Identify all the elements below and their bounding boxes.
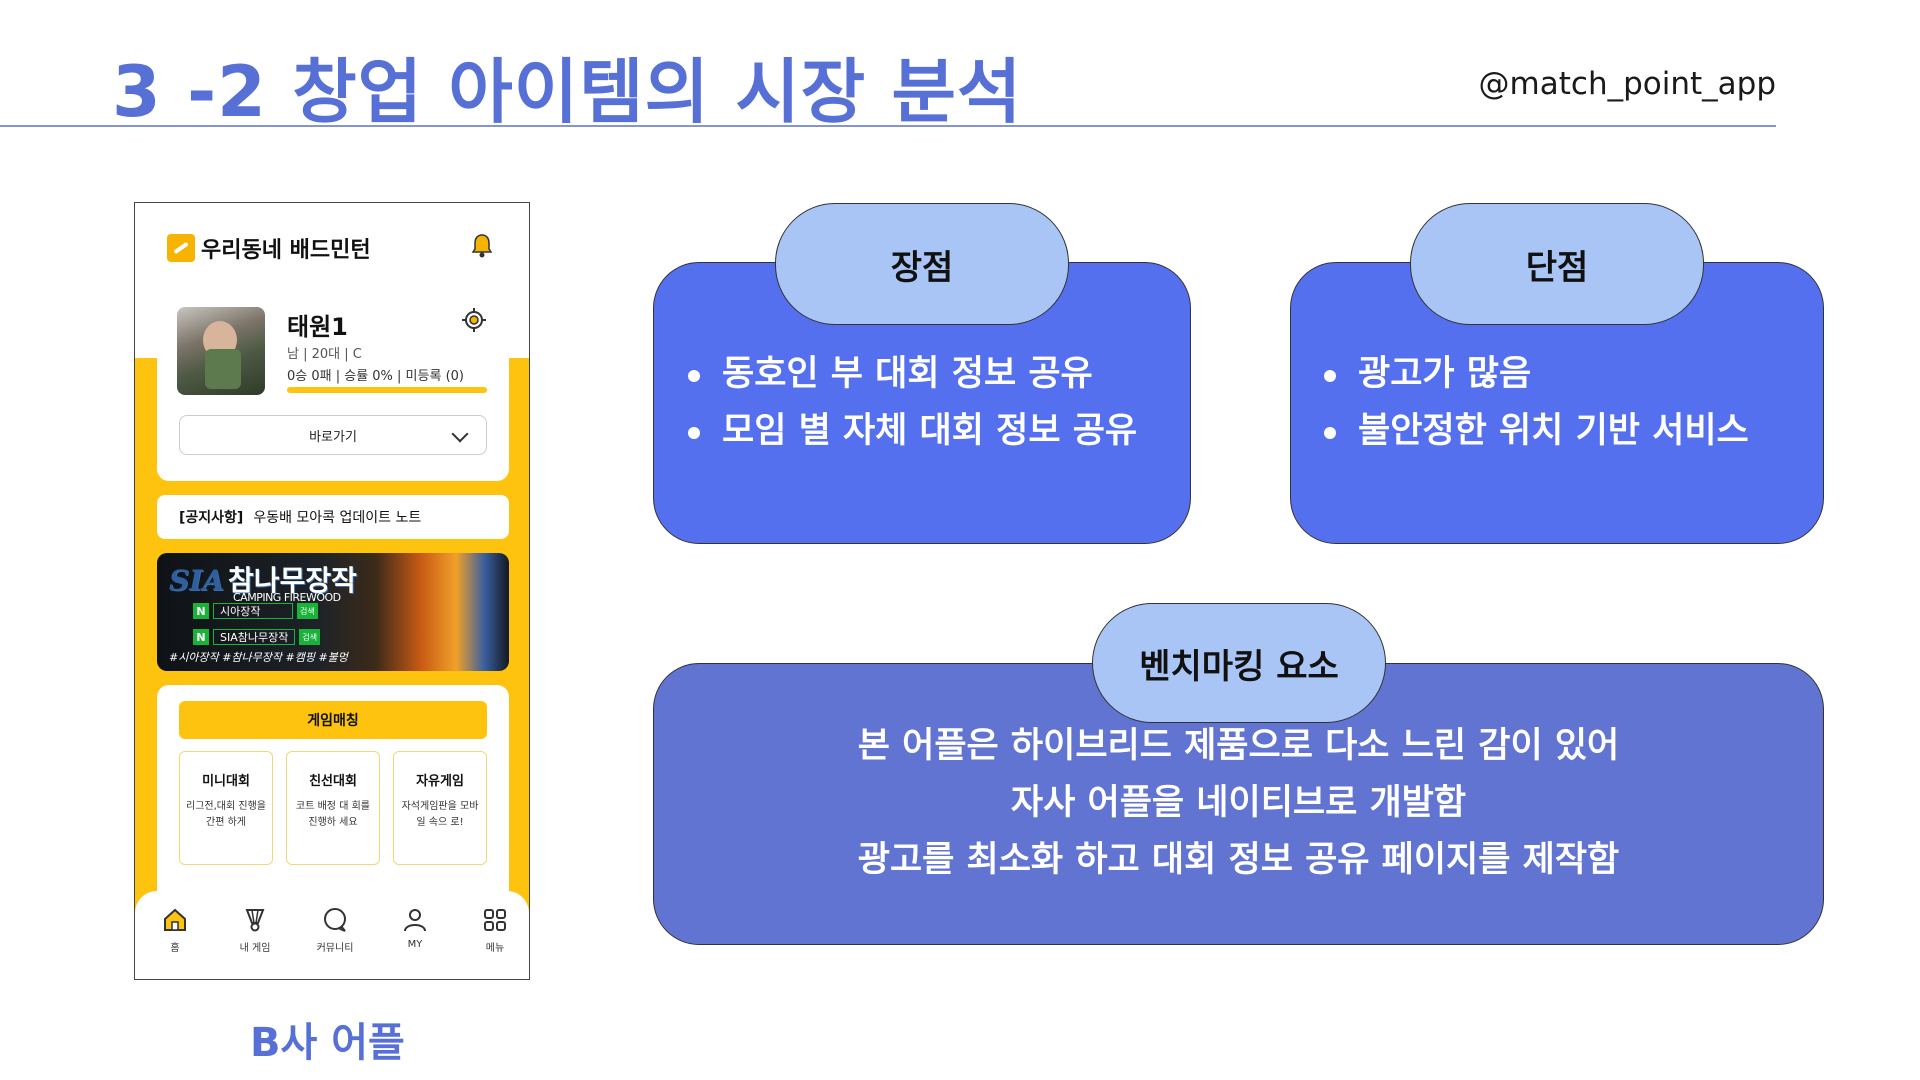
title-divider (0, 125, 1776, 127)
ad-search-term: SIA참나무장작 (213, 629, 296, 645)
ad-search-row: N SIA참나무장작 검색 (193, 629, 321, 645)
nav-my[interactable]: MY (385, 907, 445, 950)
pros-list: 동호인 부 대회 정보 공유 모임 별 자체 대회 정보 공유 (686, 346, 1137, 460)
nav-label: 커뮤니티 (316, 943, 354, 954)
notice-text: 우동배 모아콕 업데이트 노트 (253, 510, 422, 526)
nav-label: MY (407, 939, 423, 950)
game-option-desc: 코트 배정 대 회를 진행하 세요 (296, 801, 370, 828)
game-option-friendly[interactable]: 친선대회 코트 배정 대 회를 진행하 세요 (286, 751, 380, 865)
benchmark-text: 본 어플은 하이브리드 제품으로 다소 느린 감이 있어 자사 어플을 네이티브… (653, 718, 1824, 889)
ad-brand: SIA (169, 564, 225, 597)
nav-label: 내 게임 (239, 943, 271, 954)
game-option-title: 미니대회 (202, 774, 250, 789)
user-icon (404, 909, 426, 932)
benchmark-label: 벤치마킹 요소 (1092, 603, 1386, 723)
game-option-desc: 리그전,대회 진행을 간편 하게 (186, 801, 266, 828)
phone-caption: B사 어플 (250, 1020, 405, 1066)
game-option-title: 자유게임 (416, 774, 464, 789)
ad-title-text: 참나무장작 (228, 564, 357, 597)
bell-icon[interactable] (471, 233, 493, 259)
chevron-down-icon (451, 425, 469, 443)
ad-subtitle: CAMPING FIREWOOD (233, 591, 341, 604)
bottom-nav: 홈 내 게임 커뮤니티 MY (135, 891, 529, 979)
naver-icon: N (193, 629, 209, 645)
slide-title: 3 -2 창업 아이템의 시장 분석 (112, 51, 1023, 133)
app-name: 우리동네 배드민턴 (201, 238, 371, 263)
pros-label: 장점 (775, 203, 1069, 325)
benchmark-line: 광고를 최소화 하고 대회 정보 공유 페이지를 제작함 (857, 840, 1620, 880)
profile-card: 태원1 남 | 20대 | C 0승 0패 | 승률 0% | 미등록 (0) … (157, 285, 509, 481)
pros-item: 동호인 부 대회 정보 공유 (686, 346, 1137, 403)
location-target-icon[interactable] (461, 307, 487, 333)
nav-label: 홈 (170, 943, 180, 954)
nav-label: 메뉴 (485, 943, 505, 954)
profile-meta: 남 | 20대 | C (287, 347, 362, 362)
nav-community[interactable]: 커뮤니티 (305, 907, 365, 954)
cons-item: 광고가 많음 (1322, 346, 1749, 403)
phone-screenshot: 우리동네 배드민턴 태원1 남 | 20대 | C 0승 0패 | 승률 0% … (134, 202, 530, 980)
home-icon (164, 908, 186, 931)
profile-progress-bar (287, 387, 487, 393)
game-card: 게임매칭 미니대회 리그전,대회 진행을 간편 하게 친선대회 코트 배정 대 … (157, 685, 509, 917)
nav-my-game[interactable]: 내 게임 (225, 907, 285, 954)
game-option-title: 친선대회 (309, 774, 357, 789)
benchmark-line: 자사 어플을 네이티브로 개발함 (1010, 783, 1467, 823)
chat-bubble-icon (324, 908, 346, 932)
ad-search-button: 검색 (297, 603, 318, 619)
profile-record: 0승 0패 | 승률 0% | 미등록 (0) (287, 369, 464, 384)
goto-label: 바로가기 (309, 429, 357, 445)
ad-search-term: 시아장작 (213, 603, 293, 619)
game-option-desc: 자석게임판을 모바일 속으 로! (401, 801, 479, 828)
shuttlecock-logo-icon (167, 234, 195, 262)
game-option-free[interactable]: 자유게임 자석게임판을 모바일 속으 로! (393, 751, 487, 865)
pros-item: 모임 별 자체 대회 정보 공유 (686, 403, 1137, 460)
notice-bar[interactable]: [공지사항] 우동배 모아콕 업데이트 노트 (157, 495, 509, 539)
ad-hashtags: #시아장작 #참나무장작 #캠핑 #불멍 (169, 651, 348, 664)
profile-name: 태원1 (287, 313, 348, 341)
avatar[interactable] (177, 307, 265, 395)
ad-search-button: 검색 (299, 629, 321, 645)
instagram-handle: @match_point_app (1478, 66, 1776, 102)
cons-list: 광고가 많음 불안정한 위치 기반 서비스 (1322, 346, 1749, 460)
benchmark-line: 본 어플은 하이브리드 제품으로 다소 느린 감이 있어 (857, 726, 1620, 766)
notice-tag: [공지사항] (179, 510, 244, 526)
cons-item: 불안정한 위치 기반 서비스 (1322, 403, 1749, 460)
game-match-button[interactable]: 게임매칭 (179, 701, 487, 739)
app-header: 우리동네 배드민턴 (167, 233, 371, 263)
shuttlecock-icon (245, 909, 265, 932)
game-option-mini[interactable]: 미니대회 리그전,대회 진행을 간편 하게 (179, 751, 273, 865)
nav-home[interactable]: 홈 (145, 907, 205, 954)
nav-menu[interactable]: 메뉴 (465, 907, 525, 954)
ad-search-row: N 시아장작 검색 (193, 603, 318, 619)
naver-icon: N (193, 603, 209, 619)
goto-dropdown[interactable]: 바로가기 (179, 415, 487, 455)
cons-label: 단점 (1410, 203, 1704, 325)
grid-menu-icon (484, 909, 506, 931)
